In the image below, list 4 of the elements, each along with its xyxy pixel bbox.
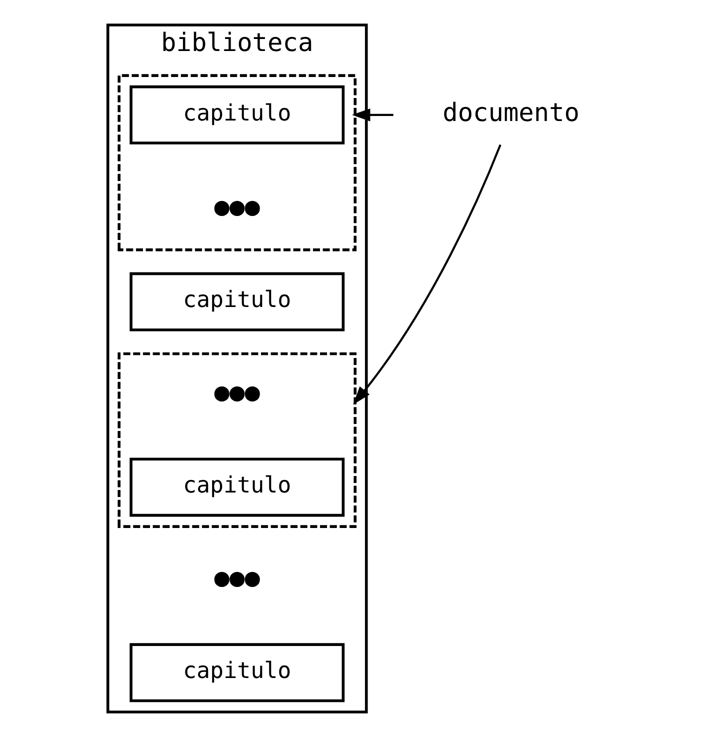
- label: ●●●: [214, 378, 260, 407]
- label: ●●●: [214, 563, 260, 592]
- node-text: documento: [442, 98, 580, 128]
- label: ●●●: [214, 192, 260, 222]
